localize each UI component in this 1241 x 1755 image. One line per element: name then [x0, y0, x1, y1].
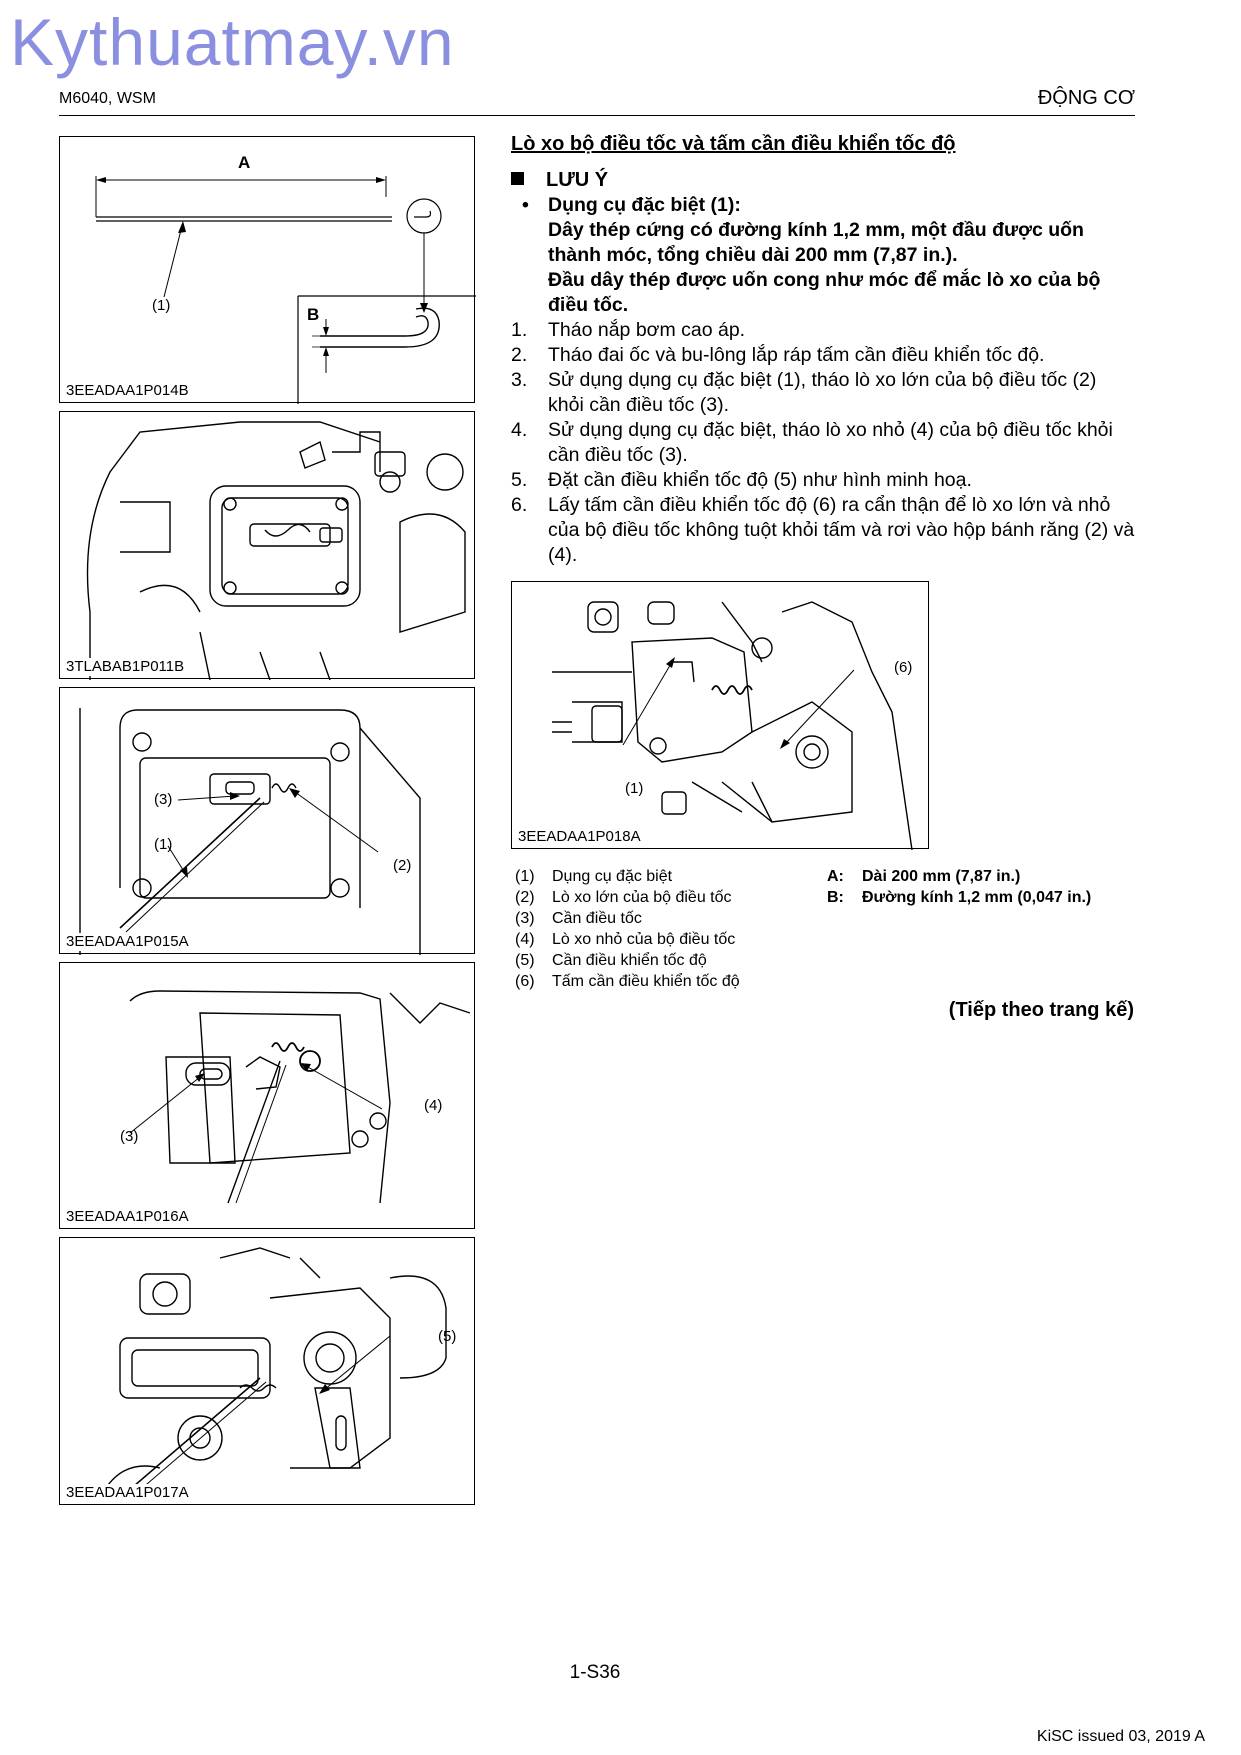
figure-code: 3EEADAA1P016A — [66, 1208, 193, 1226]
bullet-title: Dụng cụ đặc biệt (1): — [548, 194, 741, 216]
section-title: Lò xo bộ điều tốc và tấm cần điều khiển … — [511, 133, 956, 155]
callout-1: (1) — [154, 836, 173, 853]
large-spring-illustration — [79, 708, 421, 955]
step: 2.Tháo đai ốc và bu-lông lắp ráp tấm cần… — [511, 344, 1045, 366]
figure-code: 3EEADAA1P014B — [66, 382, 193, 400]
figure-speed-lever: (5) 3EEADAA1P017A — [59, 1237, 475, 1505]
speed-lever-illustration — [99, 1247, 447, 1503]
figure-code: 3EEADAA1P017A — [66, 1484, 193, 1502]
callout-4: (4) — [424, 1097, 443, 1114]
bullet-line-2: Đầu dây thép được uốn cong như móc để mắ… — [548, 269, 1101, 316]
figure-code: 3EEADAA1P018A — [518, 828, 645, 846]
figure-pump-cover: 3TLABAB1P011B — [59, 411, 475, 680]
step: 5.Đặt cần điều khiển tốc độ (5) như hình… — [511, 469, 972, 491]
figure-code: 3EEADAA1P015A — [66, 933, 193, 951]
callout-1: (1) — [152, 297, 171, 314]
legend-item: (3)Cần điều tốc — [515, 910, 642, 927]
bullet-line-1: Dây thép cứng có đường kính 1,2 mm, một … — [548, 219, 1084, 266]
small-spring-illustration — [129, 990, 471, 1204]
bullet-dot-icon: • — [522, 194, 529, 216]
legend-parts: (1)Dụng cụ đặc biệt (2)Lò xo lớn của bộ … — [515, 866, 815, 992]
legend-item: (4)Lò xo nhỏ của bộ điều tốc — [515, 931, 736, 948]
legend-item: (5)Cần điều khiển tốc độ — [515, 952, 707, 969]
header-model: M6040, WSM — [59, 90, 156, 107]
pump-cover-illustration — [86, 421, 466, 680]
note-heading: LƯU Ý — [511, 168, 1137, 192]
callout-3: (3) — [154, 791, 173, 808]
legend-item: (1)Dụng cụ đặc biệt — [515, 868, 673, 885]
issued-note: KiSC issued 03, 2019 A — [1036, 1728, 1205, 1745]
legend-item: A:Dài 200 mm (7,87 in.) — [827, 868, 1021, 885]
step: 1.Tháo nắp bơm cao áp. — [511, 319, 746, 341]
label-b: B — [307, 305, 320, 324]
step: 3.Sử dụng dụng cụ đặc biệt (1), tháo lò … — [511, 369, 1097, 416]
header-chapter: ĐỘNG CƠ — [1037, 87, 1135, 109]
figure-large-spring: (3) (1) (2) 3EEADAA1P015A — [59, 687, 475, 955]
figure-special-tool: A B (1) 3EEADAA1P014B — [59, 136, 476, 404]
callout-3: (3) — [120, 1128, 139, 1145]
callout-1: (1) — [625, 780, 644, 797]
square-bullet-icon — [511, 172, 524, 185]
callout-5: (5) — [438, 1328, 457, 1345]
figure-small-spring: (3) (4) 3EEADAA1P016A — [59, 962, 475, 1229]
callout-2: (2) — [393, 857, 412, 874]
legend-item: (2)Lò xo lớn của bộ điều tốc — [515, 889, 732, 906]
continued-note: (Tiếp theo trang kế) — [948, 999, 1134, 1021]
legend-item: (6)Tấm cần điều khiển tốc độ — [515, 973, 740, 990]
tool-diagram — [95, 176, 476, 404]
figure-control-plate: (6) (1) 3EEADAA1P018A — [511, 581, 929, 850]
step: 4.Sử dụng dụng cụ đặc biệt, tháo lò xo n… — [511, 419, 1113, 466]
label-a: A — [238, 153, 251, 172]
figure-code: 3TLABAB1P011B — [66, 658, 189, 676]
page-number: 1-S36 — [569, 1662, 621, 1683]
note-heading-text: LƯU Ý — [546, 169, 609, 191]
control-plate-illustration — [552, 601, 913, 850]
watermark: Kythuatmay.vn — [10, 5, 455, 79]
legend-item: B:Đường kính 1,2 mm (0,047 in.) — [827, 889, 1092, 906]
callout-6: (6) — [894, 659, 913, 676]
step: 6.Lấy tấm cần điều khiển tốc độ (6) ra c… — [511, 494, 1135, 566]
header-rule — [59, 115, 1135, 116]
legend-dimensions: A:Dài 200 mm (7,87 in.) B:Đường kính 1,2… — [827, 866, 1127, 908]
procedure-steps: 1.Tháo nắp bơm cao áp. 2.Tháo đai ốc và … — [511, 318, 1137, 568]
